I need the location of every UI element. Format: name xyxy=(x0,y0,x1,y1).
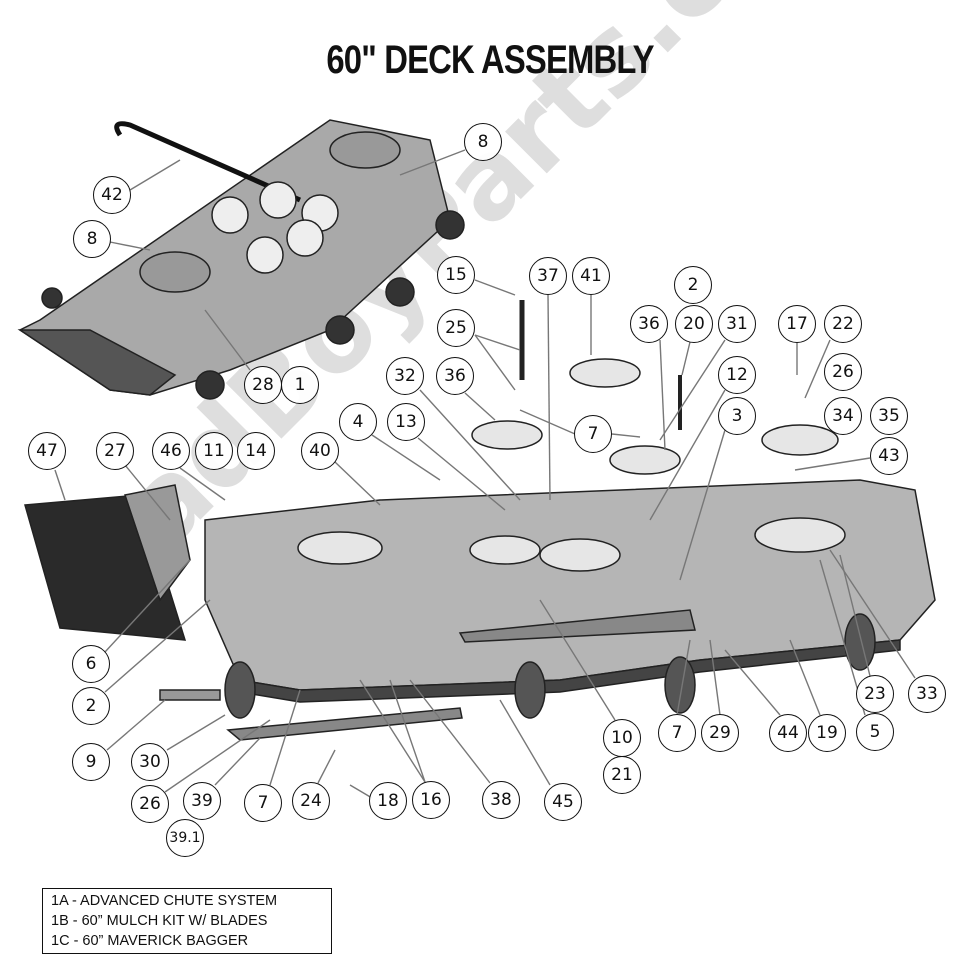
callout-22: 22 xyxy=(824,305,862,343)
callout-9: 9 xyxy=(72,743,110,781)
callout-16: 16 xyxy=(412,781,450,819)
callout-5: 5 xyxy=(856,713,894,751)
callout-30: 30 xyxy=(131,743,169,781)
callout-35: 35 xyxy=(870,397,908,435)
callout-32: 32 xyxy=(386,357,424,395)
callout-39-1: 39.1 xyxy=(166,819,204,857)
callout-1: 1 xyxy=(281,366,319,404)
callout-47: 47 xyxy=(28,432,66,470)
callout-2: 2 xyxy=(72,687,110,725)
callout-40: 40 xyxy=(301,432,339,470)
callout-18: 18 xyxy=(369,782,407,820)
callout-15: 15 xyxy=(437,256,475,294)
callout-14: 14 xyxy=(237,432,275,470)
callout-7: 7 xyxy=(244,784,282,822)
callout-43: 43 xyxy=(870,437,908,475)
kit-legend: 1A - ADVANCED CHUTE SYSTEM 1B - 60” MULC… xyxy=(42,888,332,954)
callout-34: 34 xyxy=(824,397,862,435)
callout-28: 28 xyxy=(244,366,282,404)
deck-overview-drawing xyxy=(17,119,465,400)
callout-7: 7 xyxy=(658,714,696,752)
callout-21: 21 xyxy=(603,756,641,794)
leader-lines xyxy=(54,149,916,799)
callout-6: 6 xyxy=(72,645,110,683)
callout-4: 4 xyxy=(339,403,377,441)
callout-20: 20 xyxy=(675,305,713,343)
callout-26: 26 xyxy=(131,785,169,823)
callout-33: 33 xyxy=(908,675,946,713)
callout-8: 8 xyxy=(73,220,111,258)
callout-31: 31 xyxy=(718,305,756,343)
callout-42: 42 xyxy=(93,176,131,214)
callout-44: 44 xyxy=(769,714,807,752)
callout-46: 46 xyxy=(152,432,190,470)
callout-10: 10 xyxy=(603,719,641,757)
callout-13: 13 xyxy=(387,403,425,441)
callout-27: 27 xyxy=(96,432,134,470)
callout-41: 41 xyxy=(572,257,610,295)
discharge-chute-drawing xyxy=(24,484,191,641)
callout-8: 8 xyxy=(464,123,502,161)
callout-45: 45 xyxy=(544,783,582,821)
legend-item: 1B - 60” MULCH KIT W/ BLADES xyxy=(51,913,268,929)
callout-36: 36 xyxy=(630,305,668,343)
callout-29: 29 xyxy=(701,714,739,752)
callout-24: 24 xyxy=(292,782,330,820)
main-deck-drawing xyxy=(159,300,936,741)
callout-25: 25 xyxy=(437,309,475,347)
legend-item: 1C - 60” MAVERICK BAGGER xyxy=(51,933,249,949)
callout-38: 38 xyxy=(482,781,520,819)
callout-19: 19 xyxy=(808,714,846,752)
callout-17: 17 xyxy=(778,305,816,343)
callout-3: 3 xyxy=(718,397,756,435)
page-title: 60" DECK ASSEMBLY xyxy=(326,38,654,82)
callout-26: 26 xyxy=(824,353,862,391)
callout-11: 11 xyxy=(195,432,233,470)
callout-23: 23 xyxy=(856,675,894,713)
legend-item: 1A - ADVANCED CHUTE SYSTEM xyxy=(51,893,278,909)
callout-39: 39 xyxy=(183,782,221,820)
callout-37: 37 xyxy=(529,257,567,295)
callout-12: 12 xyxy=(718,356,756,394)
callout-7: 7 xyxy=(574,415,612,453)
callout-36: 36 xyxy=(436,357,474,395)
callout-2: 2 xyxy=(674,266,712,304)
